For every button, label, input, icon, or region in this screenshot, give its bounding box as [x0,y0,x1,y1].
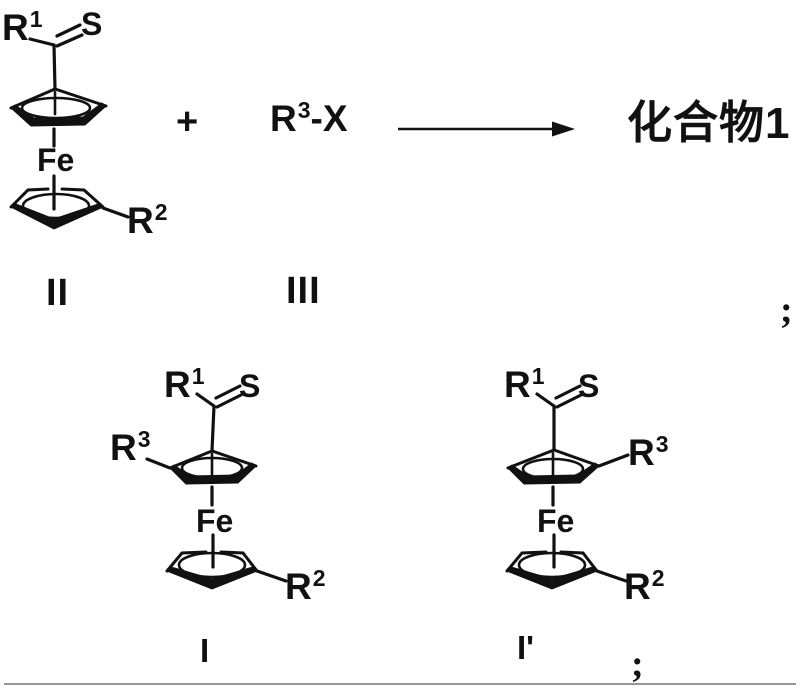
I-prime-cp-bottom-ring-back-edges [505,550,599,573]
structure-I-skeleton [145,384,288,590]
I-bond-r1-c [195,392,216,408]
plus-sign: + [176,101,199,143]
structure-II-label: II [46,272,70,314]
I-bond-r3-ring [145,457,172,470]
structure-I-prime-skeleton [505,384,630,590]
I-r2-sup: 2 [312,565,326,591]
I-r1-base: R [164,364,191,405]
I-r1-label: R1 [164,363,205,405]
product-number: 1 [765,99,790,148]
II-bond-c-s-double-2 [55,33,84,48]
reaction-arrow-head [552,121,575,137]
II-cp-top-ring-back-edges [9,87,108,110]
II-bond-ring-r2 [101,206,130,219]
II-cp-bottom-ring-front-wedge [9,203,105,230]
reagent-base: R [270,98,297,139]
I-cp-bottom-ring-aromatic-circle [177,551,247,579]
I-prime-r1-base: R [504,364,531,405]
structure-II-skeleton [9,23,130,230]
I-prime-bond-ring-r3 [597,453,630,468]
bottom-page-rule [4,683,796,685]
I-prime-bond-c-s-double-2 [555,393,583,409]
I-cp-top-ring-front-wedge [169,462,257,485]
I-prime-bond-c-s-double-1 [554,384,582,400]
I-r2-label: R2 [285,565,326,607]
I-prime-r1-sup: 1 [531,363,545,389]
reaction-arrow [398,121,575,137]
II-cp-top-ring-front-wedge [10,102,107,127]
I-bond-c-s-double-1 [214,384,242,400]
reagent-suffix: -X [310,98,348,139]
row2-semicolon: ; [631,643,644,685]
I-r2-base: R [285,566,312,607]
structure-I-label: I [200,632,210,669]
II-r2-label: R2 [127,199,168,241]
II-bond-c-s-double-1 [55,23,82,38]
I-r3-label: R3 [110,426,151,468]
I-prime-fe-label: Fe [537,503,575,539]
product-name: 化合物 [627,98,766,148]
reagent-sup: 3 [297,97,311,123]
II-r2-base: R [127,200,154,241]
structure-III-label: III [286,270,321,312]
II-r1-base: R [2,7,29,48]
II-r1-sup: 1 [29,6,43,32]
II-bond-c-ring [52,43,57,91]
II-r1-label: R1 [2,6,43,48]
II-cp-bottom-ring-back-edges [9,187,105,209]
I-prime-sulfur-label: S [578,368,600,404]
I-bond-c-ring [210,404,216,453]
I-r1-sup: 1 [191,363,205,389]
I-cp-top-ring-back-edges [168,449,258,470]
I-prime-bond-ring-r2 [595,569,628,583]
II-bond-r1-c [28,37,56,47]
I-bond-ring-r2 [255,569,288,583]
I-prime-r3-label: R3 [628,431,669,473]
product-label: 化合物1 [627,101,790,146]
I-prime-cp-top-ring-back-edges [506,448,601,470]
I-fe-label: Fe [196,503,234,539]
I-prime-r3-base: R [628,432,655,473]
I-prime-r3-sup: 3 [655,431,669,457]
I-prime-cp-bottom-ring-aromatic-circle [517,551,587,579]
I-prime-r2-sup: 2 [651,565,665,591]
I-sulfur-label: S [239,368,261,404]
I-prime-r2-label: R2 [624,565,665,607]
I-r3-sup: 3 [137,426,151,452]
I-bond-c-s-double-2 [215,393,243,409]
I-r3-base: R [110,427,137,468]
I-prime-r1-label: R1 [504,363,545,405]
I-cp-bottom-ring-back-edges [165,550,259,573]
II-r2-sup: 2 [154,199,168,225]
I-prime-bond-r1-c [535,392,556,408]
I-prime-cp-top-ring-front-wedge [507,462,600,485]
II-cp-bottom-ring-aromatic-circle [21,192,91,220]
II-fe-label: Fe [37,142,75,178]
structure-I-prime-label: I' [517,629,535,666]
row1-semicolon: ; [780,289,793,331]
I-prime-r2-base: R [624,566,651,607]
II-sulfur-label: S [81,6,103,42]
reagent-r3x-label: R3-X [270,97,348,139]
